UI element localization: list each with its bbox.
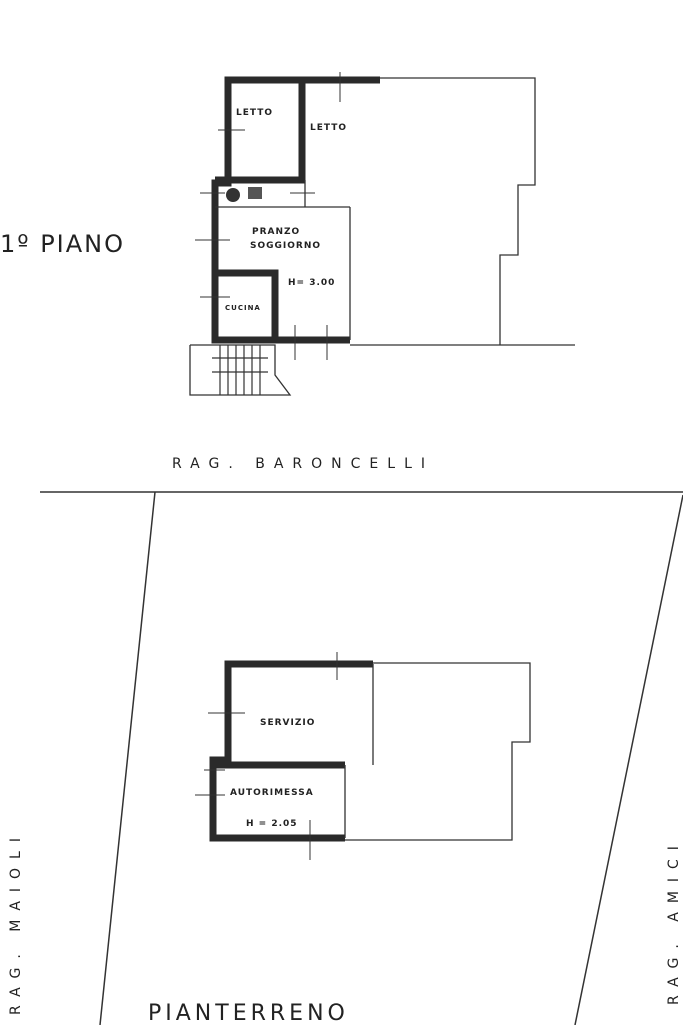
boundary-west	[99, 491, 156, 1025]
room-label-kitchen: CUCINA	[225, 304, 261, 312]
room-label-service: SERVIZIO	[260, 718, 315, 728]
kitchen-wall	[215, 269, 279, 340]
upper-floor-title: 1º PIANO	[0, 230, 125, 258]
toilet-icon	[226, 188, 240, 202]
room-label-garage: AUTORIMESSA	[230, 788, 314, 798]
upper-floor-plan: LETTO LETTO PRANZO SOGGIORNO H= 3.00 CUC…	[189, 72, 575, 396]
exterior-wall	[209, 660, 373, 842]
sink-icon	[248, 187, 262, 199]
room-label-bedroom-1: LETTO	[236, 108, 273, 118]
upper-floor-height: H= 3.00	[288, 278, 335, 288]
room-label-living: SOGGIORNO	[250, 241, 321, 251]
neighbour-east: RAG. AMICI	[666, 837, 682, 1005]
room-label-bedroom-2: LETTO	[310, 123, 347, 133]
boundary-east	[574, 494, 683, 1025]
window-marks	[195, 72, 341, 360]
ground-floor-plan: SERVIZIO AUTORIMESSA H = 2.05	[195, 652, 531, 860]
exterior-wall	[211, 76, 380, 344]
adjacent-outline	[380, 77, 536, 345]
window-marks	[195, 652, 338, 860]
neighbour-north: RAG. BARONCELLI	[172, 456, 434, 472]
ground-floor-title: PIANTERRENO	[148, 1001, 349, 1025]
neighbour-west: RAG. MAIOLI	[8, 829, 24, 1015]
staircase-treads	[212, 345, 268, 395]
staircase-outline	[189, 344, 292, 396]
adjacent-outline	[345, 662, 531, 841]
ground-floor-height: H = 2.05	[246, 819, 298, 829]
room-label-dining: PRANZO	[252, 227, 300, 237]
